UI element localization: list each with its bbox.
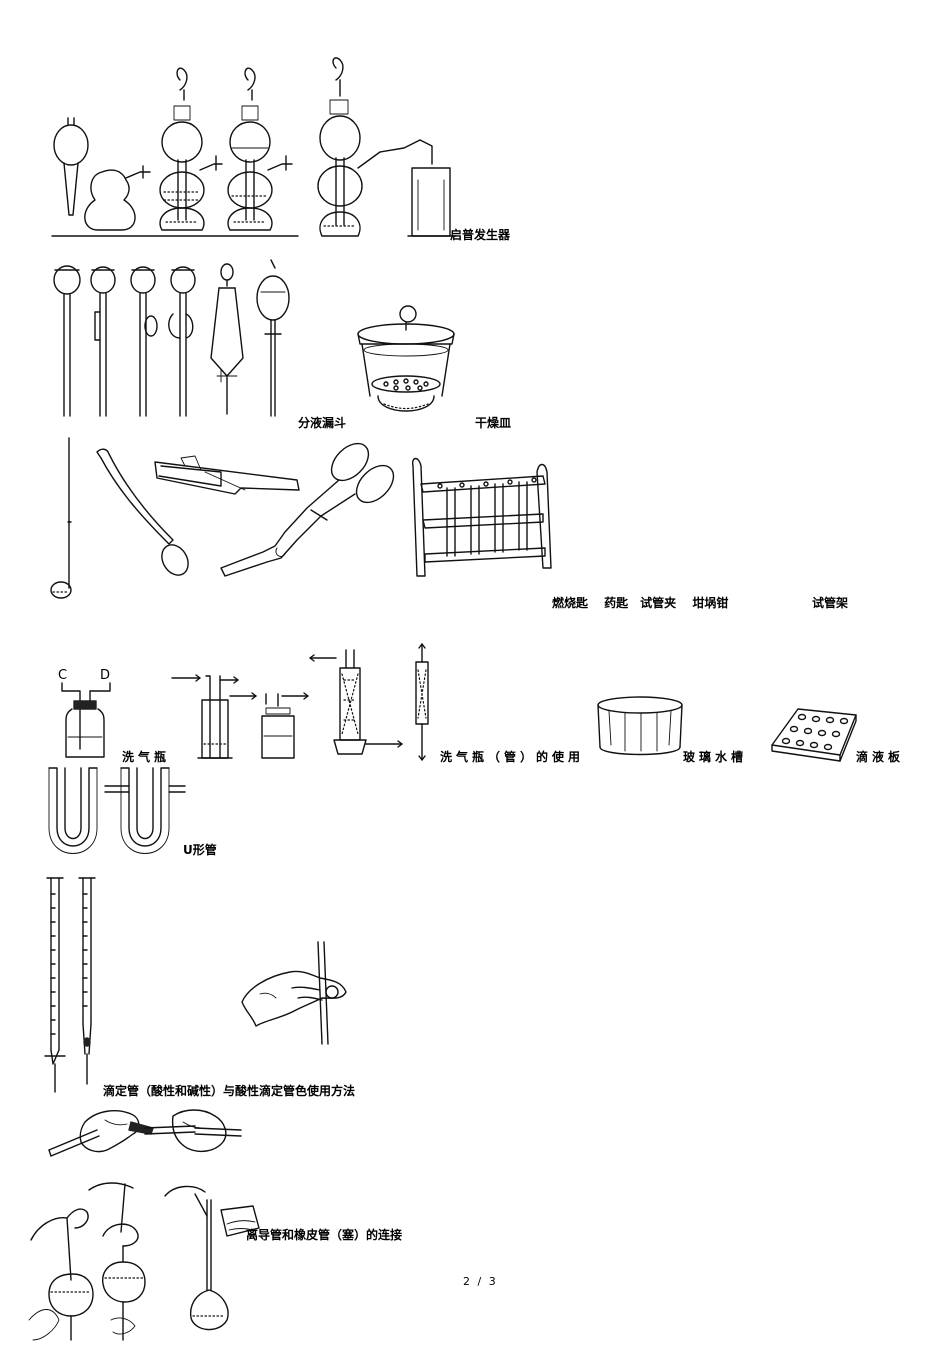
desiccator-label: 干燥皿 [475, 416, 512, 430]
separating-funnel-label: 分液漏斗 [298, 416, 347, 430]
tube-connection-label: 离导管和橡皮管（塞）的连接 [246, 1228, 403, 1242]
spot-plate-label: 滴液板 [856, 750, 905, 764]
gas-washing-bottle-label: 洗气瓶 [122, 750, 171, 764]
u-tube-illustration [48, 767, 186, 854]
glass-water-trough-illustration [597, 696, 683, 756]
tools-row-label: 燃烧匙 药匙 试管夹 坩埚钳 [552, 596, 729, 610]
gas-washing-usage-label: 洗气瓶（管）的使用 [440, 750, 585, 764]
glass-water-trough-label: 玻璃水槽 [683, 750, 748, 764]
lab-tools-illustration [50, 437, 552, 599]
port-d-text: D [100, 668, 110, 683]
burette-label: 滴定管（酸性和碱性）与酸性滴定管色使用方法 [103, 1084, 356, 1098]
test-tube-rack-label: 试管架 [812, 596, 849, 610]
spot-plate-illustration [771, 708, 857, 762]
burette-hand-illustration [241, 941, 347, 1045]
gas-washing-bottle-illustration: C D [58, 668, 111, 758]
burette-illustration [44, 877, 96, 1093]
tube-connection-hands-illustration [48, 1109, 242, 1157]
desiccator-illustration [357, 305, 455, 412]
u-tube-label: U形管 [183, 843, 217, 857]
kipp-generator-label: 启普发生器 [450, 228, 511, 242]
page-number: 2 / 3 [463, 1275, 498, 1288]
gas-washing-usage-illustration [171, 643, 429, 761]
tube-connection-sequence-illustration [28, 1182, 260, 1341]
kipp-generator-illustration [51, 57, 457, 237]
separating-funnel-illustration [53, 259, 290, 417]
port-c-text: C [58, 668, 67, 683]
